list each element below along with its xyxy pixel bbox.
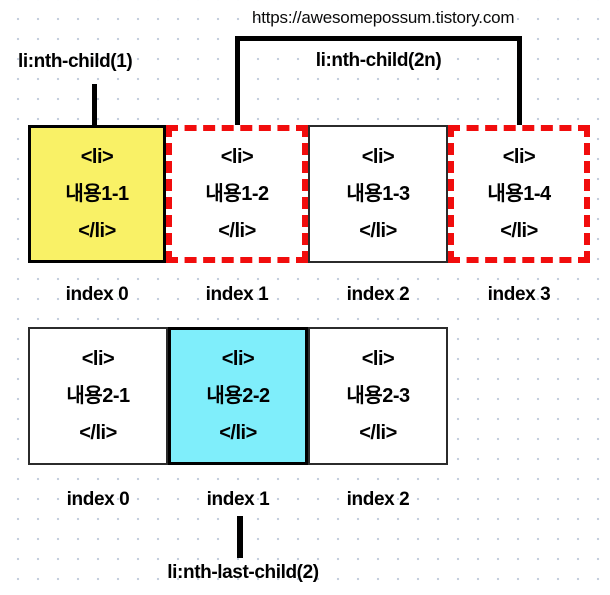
list2-index-0: index 0 bbox=[66, 489, 130, 510]
li-open-tag: <li> bbox=[220, 145, 254, 168]
li-close-tag: </li> bbox=[79, 421, 117, 444]
li-close-tag: </li> bbox=[219, 421, 257, 444]
li-content: 내용1-3 bbox=[346, 182, 410, 205]
li-content: 내용1-1 bbox=[65, 182, 129, 205]
nth-last-child-2-label: li:nth-last-child(2) bbox=[167, 562, 319, 583]
list1-item-4: <li> 내용1-4 </li> bbox=[448, 125, 590, 263]
li-close-tag: </li> bbox=[359, 421, 397, 444]
nth-last-child-connector-line bbox=[237, 516, 243, 558]
li-open-tag: <li> bbox=[502, 145, 536, 168]
li-content: 내용2-1 bbox=[66, 384, 130, 407]
list1-item-3: <li> 내용1-3 </li> bbox=[308, 125, 448, 263]
list1-item-1: <li> 내용1-1 </li> bbox=[28, 125, 166, 263]
li-open-tag: <li> bbox=[361, 145, 395, 168]
list1-index-row: index 0 index 1 index 2 index 3 bbox=[28, 284, 590, 306]
list2-item-2: <li> 내용2-2 </li> bbox=[168, 327, 308, 465]
li-content: 내용1-4 bbox=[487, 182, 551, 205]
list1-index-0: index 0 bbox=[65, 284, 129, 305]
list2-index-1: index 1 bbox=[206, 489, 270, 510]
li-close-tag: </li> bbox=[359, 219, 397, 242]
list2-index-2: index 2 bbox=[346, 489, 410, 510]
list2-item-1: <li> 내용2-1 </li> bbox=[28, 327, 168, 465]
nth-child-2n-label: li:nth-child(2n) bbox=[315, 50, 442, 71]
list2-index-row: index 0 index 1 index 2 bbox=[28, 489, 448, 511]
li-open-tag: <li> bbox=[361, 347, 395, 370]
li-close-tag: </li> bbox=[500, 219, 538, 242]
nth-child-2n-bracket: li:nth-child(2n) bbox=[235, 36, 522, 126]
li-close-tag: </li> bbox=[78, 219, 116, 242]
nth-child-1-label: li:nth-child(1) bbox=[18, 51, 133, 72]
list1-item-2: <li> 내용1-2 </li> bbox=[166, 125, 308, 263]
li-open-tag: <li> bbox=[221, 347, 255, 370]
li-content: 내용2-3 bbox=[346, 384, 410, 407]
li-close-tag: </li> bbox=[218, 219, 256, 242]
list1-row: <li> 내용1-1 </li> <li> 내용1-2 </li> <li> 내… bbox=[28, 125, 590, 263]
li-content: 내용1-2 bbox=[205, 182, 269, 205]
list2-row: <li> 내용2-1 </li> <li> 내용2-2 </li> <li> 내… bbox=[28, 327, 448, 465]
list1-index-1: index 1 bbox=[205, 284, 269, 305]
site-url-caption: https://awesomepossum.tistory.com bbox=[252, 8, 515, 27]
li-open-tag: <li> bbox=[81, 347, 115, 370]
list1-index-3: index 3 bbox=[487, 284, 551, 305]
list1-index-2: index 2 bbox=[346, 284, 410, 305]
li-open-tag: <li> bbox=[80, 145, 114, 168]
li-content: 내용2-2 bbox=[206, 384, 270, 407]
list2-item-3: <li> 내용2-3 </li> bbox=[308, 327, 448, 465]
nth-child-1-connector-line bbox=[92, 84, 97, 126]
